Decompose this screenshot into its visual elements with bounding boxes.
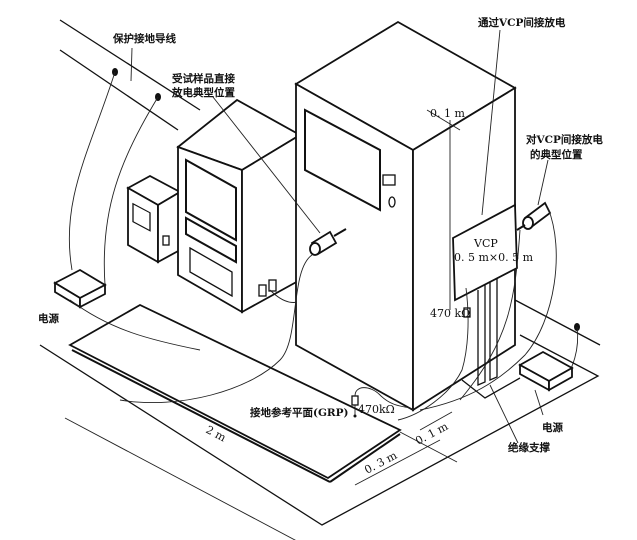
label-eut-direct-1: 受试样品直接	[172, 72, 235, 85]
label-vcp-typical-2: 的典型位置	[530, 148, 583, 161]
power-supply-right	[518, 350, 574, 392]
label-power-right: 电源	[542, 421, 563, 434]
auxiliary-unit	[126, 174, 182, 264]
bleeder-cables	[69, 287, 471, 421]
power-supply-left	[53, 268, 107, 309]
label-grp: 接地参考平面(GRP)	[250, 406, 349, 419]
label-vcp-size: 0. 5 m×0. 5 m	[454, 251, 534, 264]
esd-generator-direct	[119, 228, 347, 403]
resistor-vcp	[463, 307, 471, 318]
label-dim-03m: 0. 3 m	[362, 449, 399, 477]
label-vcp-typical-1: 对VCP间接放电	[526, 133, 603, 146]
ground-reference-plane	[68, 303, 402, 483]
label-vcp-title: VCP	[473, 237, 498, 250]
leader-lines	[64, 29, 549, 540]
label-indirect-vcp: 通过VCP间接放电	[478, 16, 566, 29]
label-insulating-support: 绝缘支撑	[508, 441, 550, 454]
large-cabinet	[294, 20, 517, 412]
label-resistor-grp: 470kΩ	[358, 403, 395, 416]
label-power-left: 电源	[38, 312, 59, 325]
ground-wire-lines	[59, 19, 601, 379]
esd-generator-vcp	[419, 201, 557, 411]
label-resistor-vcp: 470 kΩ	[430, 307, 470, 320]
vertical-coupling-plane	[452, 203, 521, 399]
label-dim-2m: 2 m	[204, 423, 229, 445]
label-dim-top: 0. 1 m	[430, 107, 465, 120]
floor-outline	[39, 334, 600, 526]
eut-cabinet	[176, 98, 311, 314]
label-protective-ground: 保护接地导线	[112, 32, 176, 45]
labels: 保护接地导线 受试样品直接 放电典型位置 通过VCP间接放电 0. 1 m 对V…	[38, 16, 603, 477]
label-eut-direct-2: 放电典型位置	[171, 86, 235, 99]
